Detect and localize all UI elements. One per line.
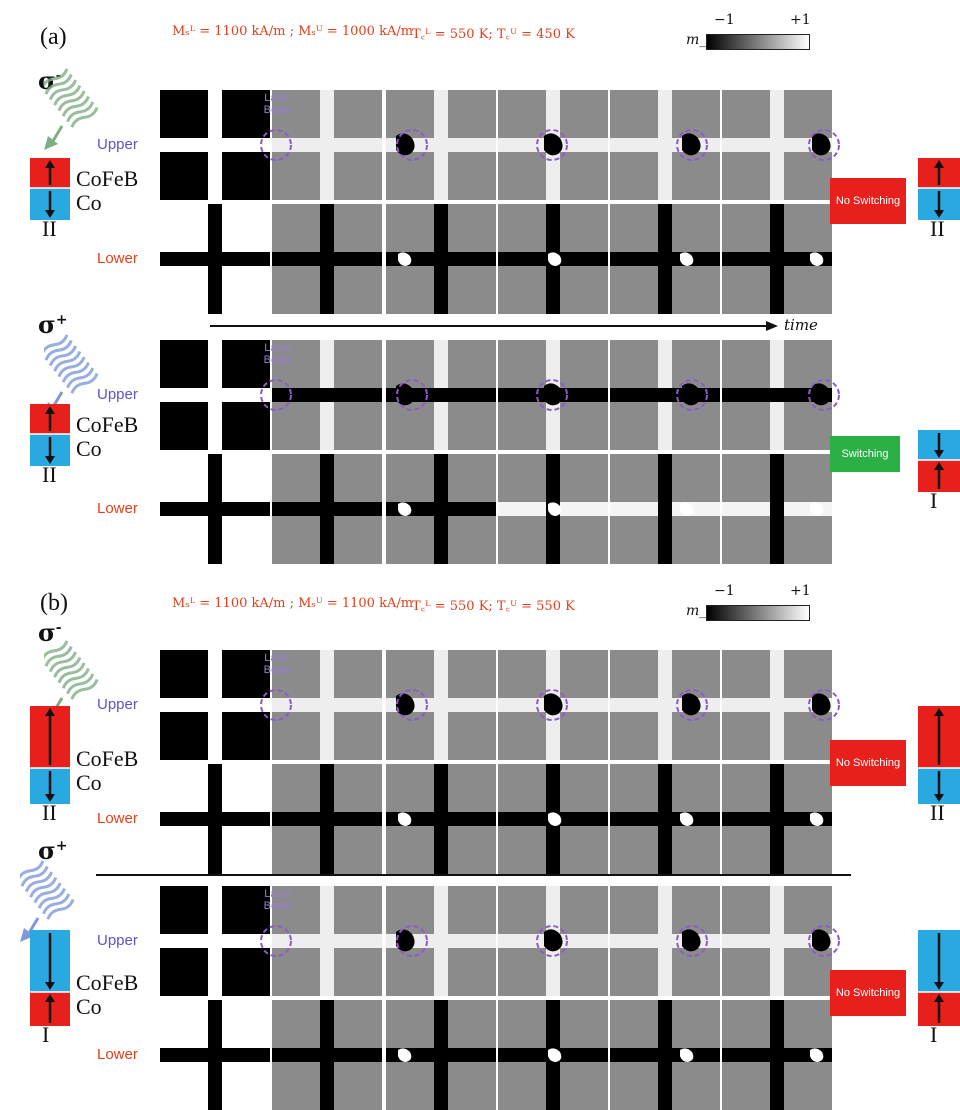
b-plus-state-in: I	[42, 1022, 49, 1048]
b-minus-lower-tile-3	[386, 764, 496, 874]
b-plus-lower-tile-2	[272, 1000, 382, 1110]
b-minus-lower-tile-2	[272, 764, 382, 874]
a-plus-status-badge: Switching	[830, 436, 900, 472]
b-plus-lower-tile-3	[386, 1000, 496, 1110]
b-plus-co-label: Co	[76, 994, 102, 1020]
panel-a-params-ms: Mₛᴸ = 1100 kA/m ; Mₛᵁ = 1000 kA/m	[172, 24, 413, 39]
panel-a-params-tc: T꜀ᴸ = 550 K; T꜀ᵁ = 450 K	[412, 24, 575, 42]
a-minus-state-out: II	[930, 216, 945, 242]
a-plus-lower-tile-6	[722, 454, 832, 564]
panel-a-label: (a)	[40, 24, 67, 51]
b-minus-laser-beam-label: Laser Beam	[258, 652, 298, 676]
b-plus-lower-label: Lower	[97, 1046, 138, 1063]
b-minus-status-badge: No Switching	[830, 740, 906, 786]
b-plus-lower-tile-6	[722, 1000, 832, 1110]
a-plus-lower-label: Lower	[97, 500, 138, 517]
a-minus-layer-stack-out	[918, 158, 960, 224]
a-plus-state-out: I	[930, 488, 937, 514]
b-minus-lower-tile-4	[498, 764, 608, 874]
a-plus-lower-tile-5	[610, 454, 720, 564]
time-label: time	[784, 316, 818, 334]
a-plus-layer-stack-out	[918, 430, 960, 496]
a-plus-lower-tile-1	[160, 454, 270, 564]
panel-b-label: (b)	[40, 590, 68, 617]
a-minus-lower-tile-3	[386, 204, 496, 314]
a-minus-status-badge: No Switching	[830, 178, 906, 224]
b-minus-lower-tile-6	[722, 764, 832, 874]
colorbar-b-min: −1	[714, 583, 735, 599]
b-minus-lower-tile-5	[610, 764, 720, 874]
panel-b-divider	[96, 874, 851, 876]
b-minus-sign: -	[56, 620, 62, 636]
b-plus-lower-tile-1	[160, 1000, 270, 1110]
a-plus-laser-beam-label: Laser Beam	[258, 342, 298, 366]
b-minus-co-label: Co	[76, 770, 102, 796]
colorbar-b-max: +1	[790, 583, 811, 599]
a-plus-lower-tile-4	[498, 454, 608, 564]
a-minus-lower-tile-5	[610, 204, 720, 314]
b-plus-state-out: I	[930, 1022, 937, 1048]
b-minus-lower-tile-1	[160, 764, 270, 874]
a-minus-lower-label: Lower	[97, 250, 138, 267]
panel-b-params-ms: Mₛᴸ = 1100 kA/m ; Mₛᵁ = 1100 kA/m	[172, 596, 413, 611]
a-minus-lower-tile-2	[272, 204, 382, 314]
b-plus-laser-beam-label: Laser Beam	[258, 888, 298, 912]
a-minus-lower-tile-6	[722, 204, 832, 314]
b-plus-sign: +	[56, 838, 68, 854]
a-plus-state-in: II	[42, 462, 57, 488]
b-minus-state-in: II	[42, 800, 57, 826]
b-plus-lower-tile-5	[610, 1000, 720, 1110]
a-plus-lower-tile-2	[272, 454, 382, 564]
a-minus-lower-tile-1	[160, 204, 270, 314]
a-plus-lower-tile-3	[386, 454, 496, 564]
a-minus-laser-beam-label: Laser Beam	[258, 92, 298, 116]
b-minus-state-out: II	[930, 800, 945, 826]
b-plus-layer-stack-out	[918, 930, 960, 1030]
a-plus-sign: +	[56, 312, 68, 328]
b-plus-status-badge: No Switching	[830, 970, 906, 1016]
colorbar-a-max: +1	[790, 12, 811, 28]
b-minus-lower-label: Lower	[97, 810, 138, 827]
colorbar-a-min: −1	[714, 12, 735, 28]
b-plus-lower-tile-4	[498, 1000, 608, 1110]
a-minus-state-in: II	[42, 216, 57, 242]
b-minus-layer-stack-out	[918, 706, 960, 808]
panel-b-params-tc: T꜀ᴸ = 550 K; T꜀ᵁ = 550 K	[412, 596, 575, 614]
a-minus-lower-tile-4	[498, 204, 608, 314]
